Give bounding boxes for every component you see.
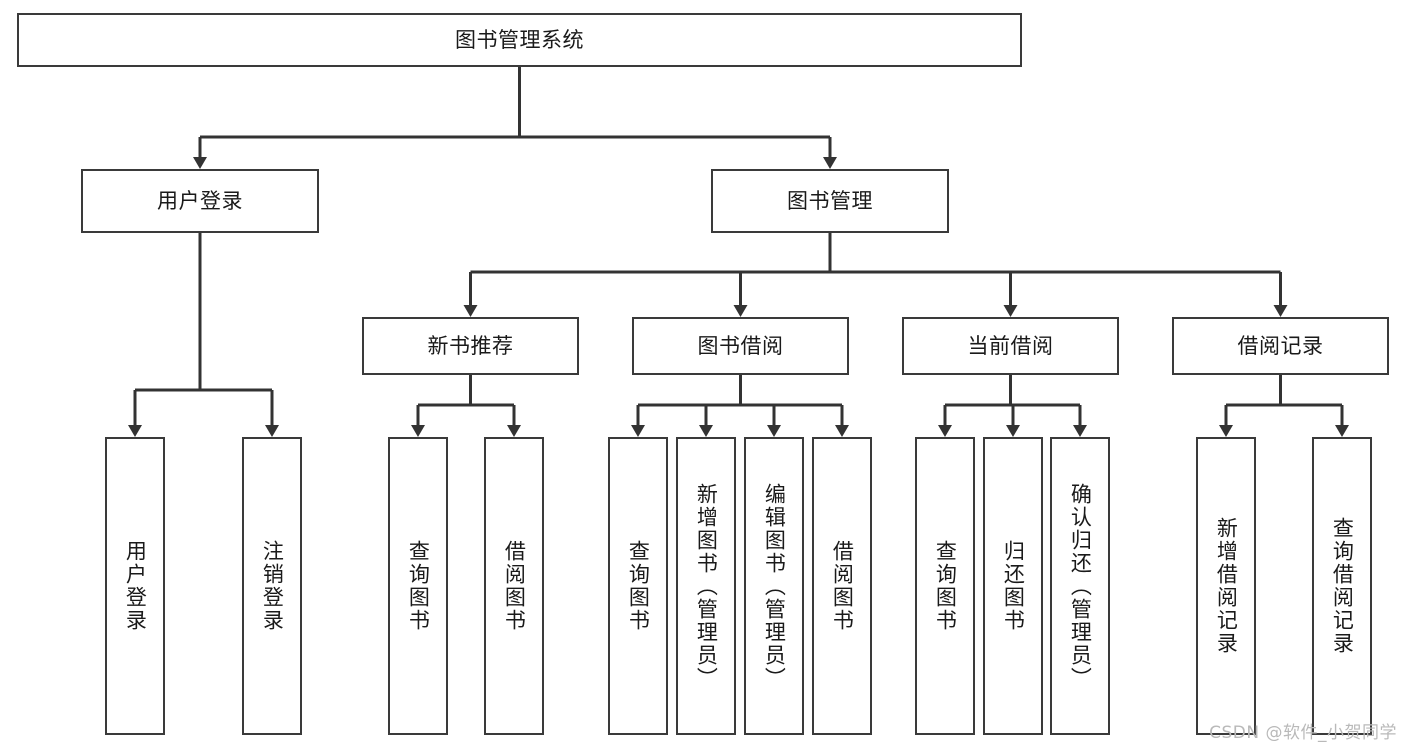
- node-label: 图书借阅: [697, 333, 784, 358]
- node-label: 编辑图书（管理员）: [762, 482, 787, 690]
- leaf-confirm-return-admin[interactable]: 确认归还（管理员）: [1050, 437, 1110, 735]
- node-label: 图书管理: [787, 188, 873, 213]
- node-book-management[interactable]: 图书管理: [711, 169, 949, 233]
- node-label: 新增图书（管理员）: [694, 482, 719, 690]
- leaf-query-book-recommend[interactable]: 查询图书: [388, 437, 448, 735]
- csdn-watermark: CSDN @软件_小贺同学: [1209, 723, 1397, 743]
- node-root[interactable]: 图书管理系统: [17, 13, 1022, 67]
- node-user-login[interactable]: 用户登录: [81, 169, 319, 233]
- leaf-edit-book-admin[interactable]: 编辑图书（管理员）: [744, 437, 804, 735]
- node-label: 借阅图书: [502, 540, 527, 632]
- leaf-add-borrow-record[interactable]: 新增借阅记录: [1196, 437, 1256, 735]
- node-label: 新增借阅记录: [1214, 517, 1239, 655]
- node-label: 借阅图书: [830, 540, 855, 632]
- leaf-borrow-book[interactable]: 借阅图书: [812, 437, 872, 735]
- node-label: 用户登录: [123, 540, 148, 632]
- node-label: 图书管理系统: [455, 27, 584, 52]
- node-label: 确认归还（管理员）: [1068, 482, 1093, 690]
- leaf-add-book-admin[interactable]: 新增图书（管理员）: [676, 437, 736, 735]
- node-label: 借阅记录: [1237, 333, 1324, 358]
- leaf-return-book[interactable]: 归还图书: [983, 437, 1043, 735]
- node-label: 查询借阅记录: [1330, 517, 1355, 655]
- node-label: 查询图书: [933, 540, 958, 632]
- node-label: 新书推荐: [427, 333, 514, 358]
- node-label: 查询图书: [626, 540, 651, 632]
- node-borrow-record[interactable]: 借阅记录: [1172, 317, 1389, 375]
- node-current-borrow[interactable]: 当前借阅: [902, 317, 1119, 375]
- node-label: 当前借阅: [967, 333, 1054, 358]
- leaf-user-logout[interactable]: 注销登录: [242, 437, 302, 735]
- node-book-borrow[interactable]: 图书借阅: [632, 317, 849, 375]
- leaf-query-borrow-record[interactable]: 查询借阅记录: [1312, 437, 1372, 735]
- node-label: 查询图书: [406, 540, 431, 632]
- node-new-book-recommend[interactable]: 新书推荐: [362, 317, 579, 375]
- node-label: 归还图书: [1001, 540, 1026, 632]
- leaf-borrow-book-recommend[interactable]: 借阅图书: [484, 437, 544, 735]
- leaf-query-book-borrow[interactable]: 查询图书: [608, 437, 668, 735]
- leaf-user-login[interactable]: 用户登录: [105, 437, 165, 735]
- node-label: 注销登录: [260, 540, 285, 632]
- leaf-query-book-current[interactable]: 查询图书: [915, 437, 975, 735]
- node-label: 用户登录: [157, 188, 243, 213]
